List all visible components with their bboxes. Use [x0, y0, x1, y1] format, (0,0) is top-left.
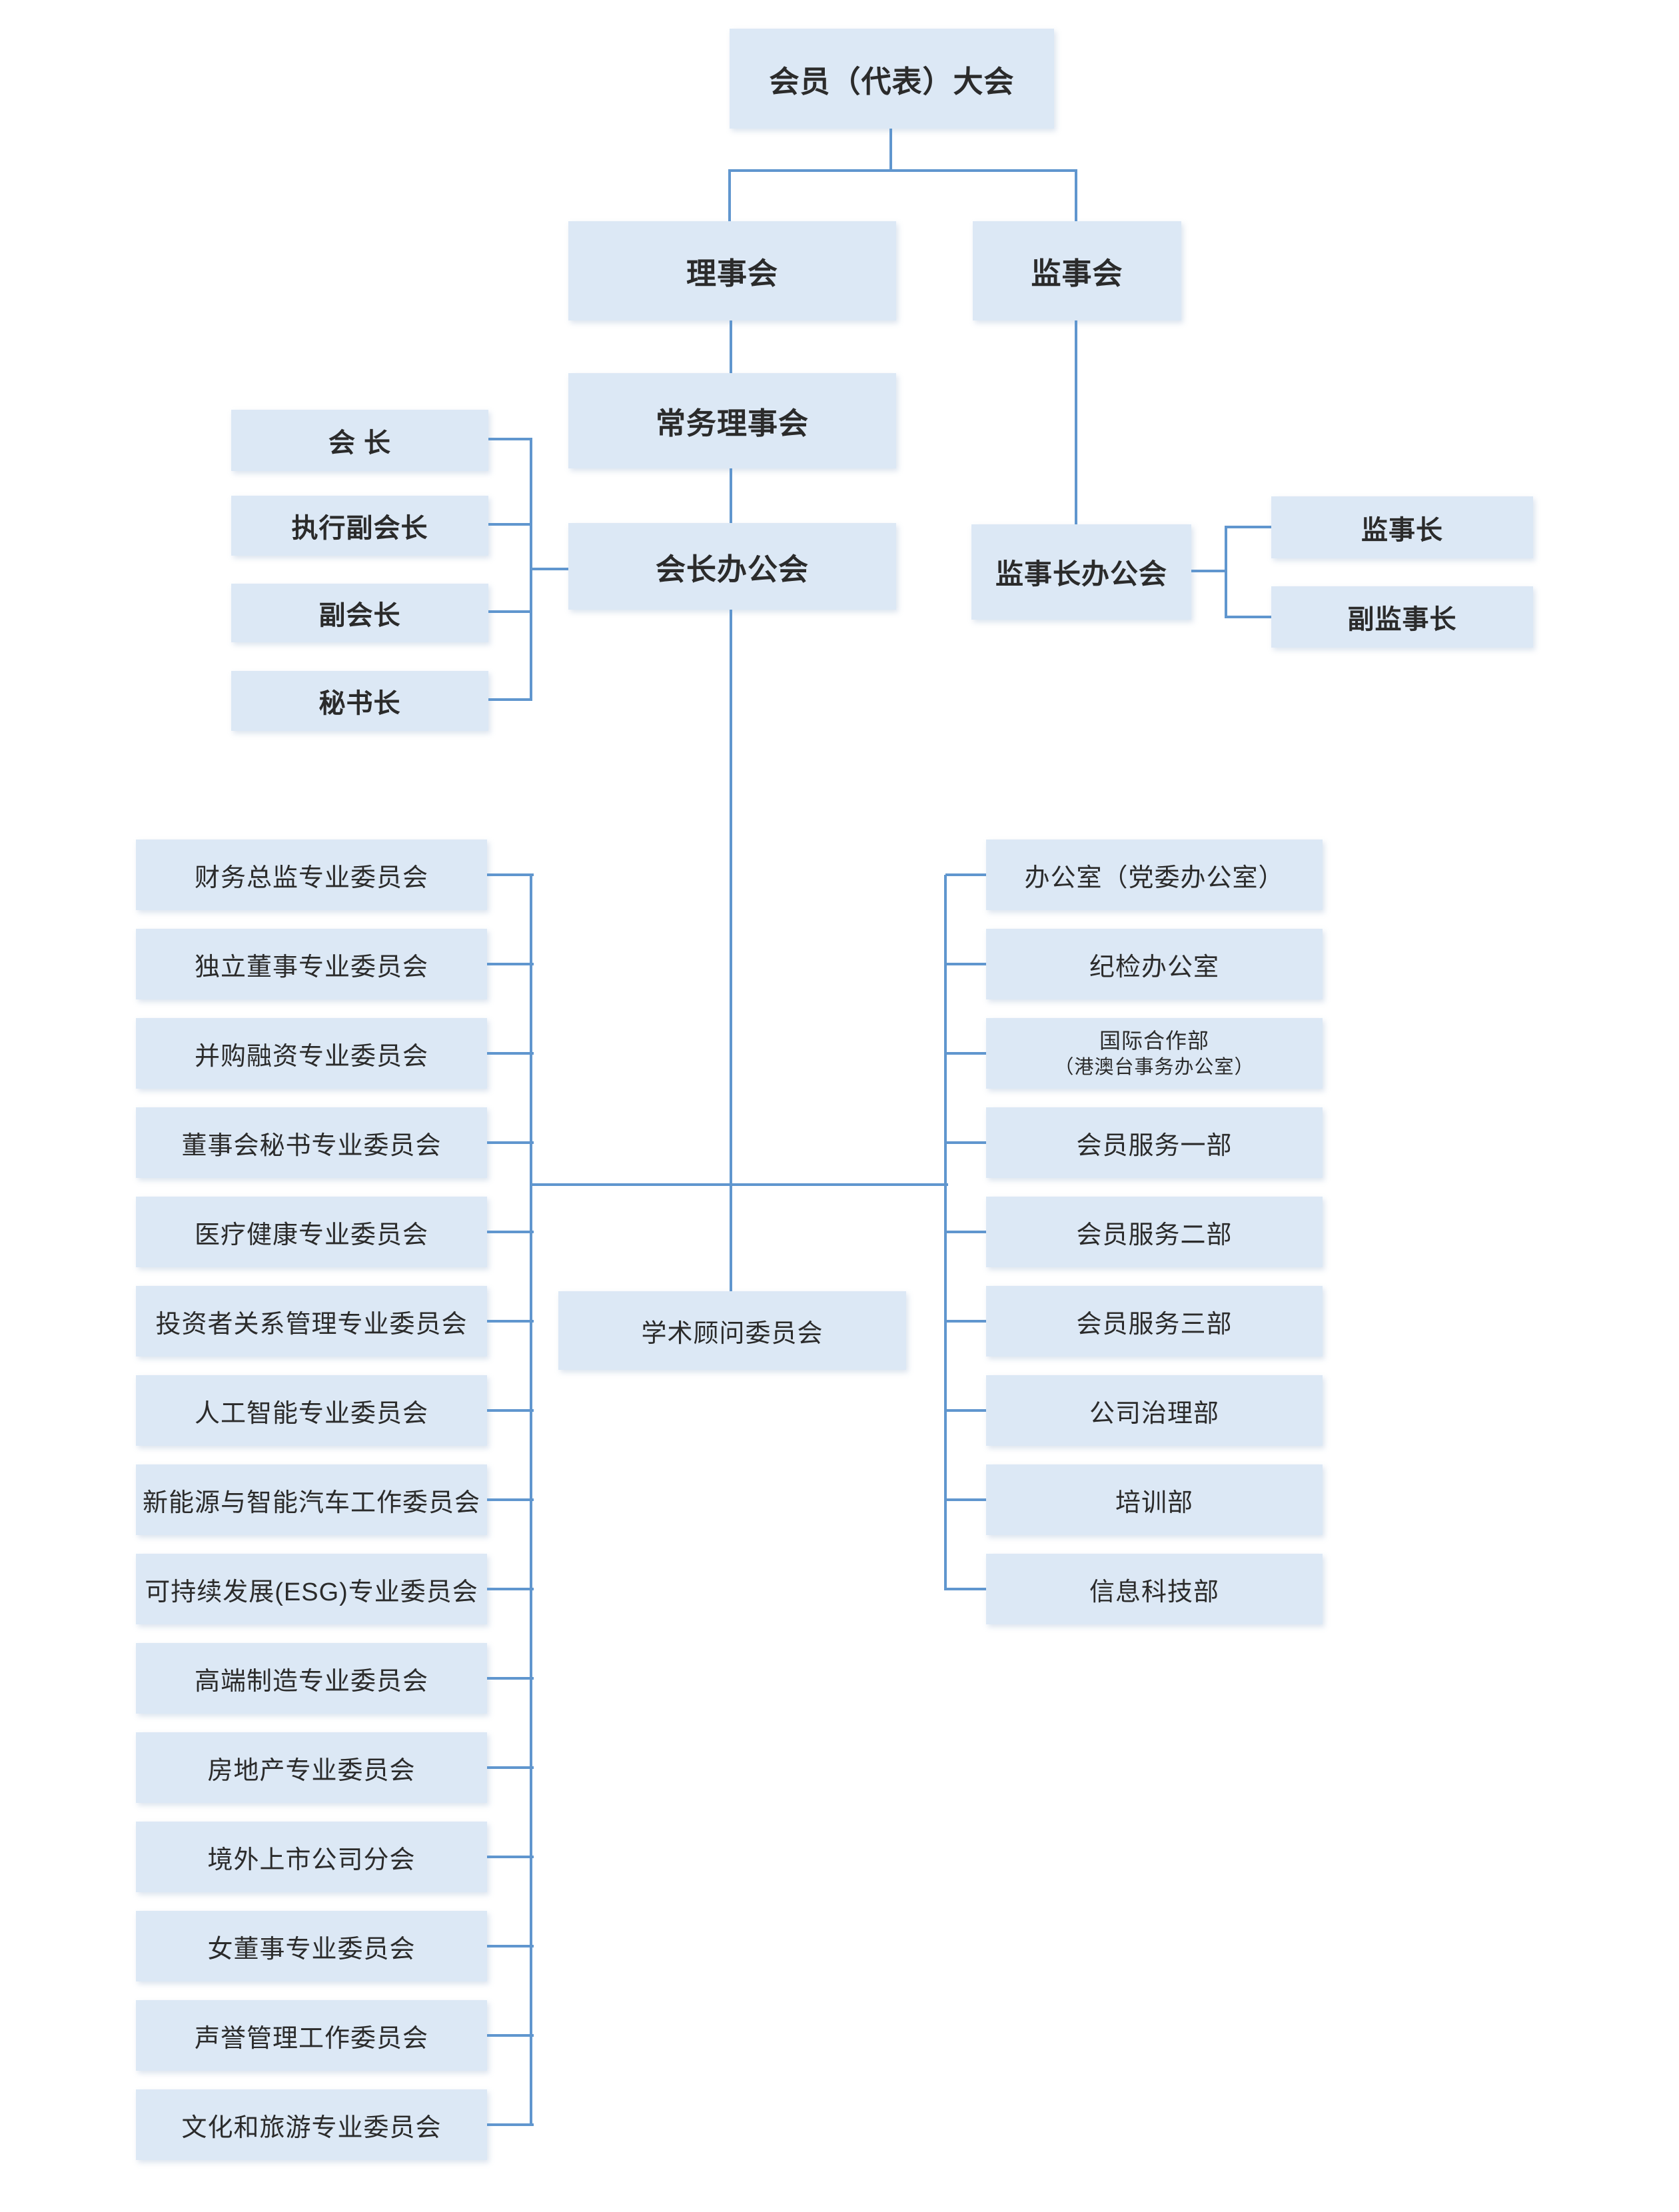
node-council: 理事会 [568, 221, 896, 320]
connector-deputy-sup-stub [1226, 616, 1271, 618]
node-secretary-general: 秘书长 [231, 671, 488, 731]
department-label: 国际合作部 [1099, 1029, 1209, 1053]
connector-secgen-stub [488, 698, 532, 701]
node-academic-advisory: 学术顾问委员会 [558, 1291, 906, 1370]
connector-president-stub [488, 438, 532, 440]
connector-committee-stub [487, 1498, 534, 1501]
node-standing-council: 常务理事会 [568, 373, 896, 468]
committee-node: 投资者关系管理专业委员会 [136, 1286, 487, 1357]
department-node: 培训部 [986, 1464, 1323, 1535]
connector-department-stub [945, 1498, 986, 1501]
connector-committee-stub [487, 1052, 534, 1055]
department-node: 办公室（党委办公室） [986, 839, 1323, 910]
connector-committee-stub [487, 1141, 534, 1144]
connector-committee-stub [487, 963, 534, 965]
connector-committee-stub [487, 1945, 534, 1947]
department-sublabel: （港澳台事务办公室） [1054, 1056, 1255, 1078]
connector-standing-presoffice [730, 468, 732, 523]
department-node: 国际合作部 （港澳台事务办公室） [986, 1018, 1323, 1089]
committee-node: 人工智能专业委员会 [136, 1375, 487, 1446]
connector-sup-bracket [1225, 526, 1227, 618]
department-node: 会员服务一部 [986, 1107, 1323, 1178]
connector-exec-vp-stub [488, 523, 532, 526]
connector-central-trunk [730, 610, 732, 1291]
connector-department-stub [945, 1320, 986, 1323]
connector-committee-stub [487, 2034, 534, 2037]
connector-department-stub [945, 1231, 986, 1233]
connector-vp-stub [488, 610, 532, 613]
committee-node: 文化和旅游专业委员会 [136, 2089, 487, 2160]
committee-node: 新能源与智能汽车工作委员会 [136, 1464, 487, 1535]
connector-committee-stub [487, 1231, 534, 1233]
node-supervisory-board: 监事会 [973, 221, 1181, 320]
committee-node: 境外上市公司分会 [136, 1822, 487, 1892]
connector-congress-drop [889, 129, 892, 171]
committee-node: 医疗健康专业委员会 [136, 1197, 487, 1267]
connector-committee-stub [487, 1856, 534, 1858]
connector-chief-sup-stub [1226, 526, 1271, 528]
node-chief-supervisor: 监事长 [1271, 496, 1533, 558]
connector-department-stub [945, 1141, 986, 1144]
committee-node: 声誉管理工作委员会 [136, 2000, 487, 2071]
department-node: 公司治理部 [986, 1375, 1323, 1446]
committee-node: 女董事专业委员会 [136, 1911, 487, 1981]
connector-department-stub [945, 963, 986, 965]
committee-node: 财务总监专业委员会 [136, 839, 487, 910]
node-executive-vice-president: 执行副会长 [231, 496, 488, 556]
connector-cross-horizontal [531, 1183, 948, 1186]
committee-node: 董事会秘书专业委员会 [136, 1107, 487, 1178]
node-member-congress: 会员（代表）大会 [730, 29, 1054, 129]
node-president-office: 会长办公会 [568, 523, 896, 610]
node-vice-president: 副会长 [231, 584, 488, 642]
connector-department-stub [945, 873, 986, 876]
connector-committee-stub [487, 873, 534, 876]
department-node: 信息科技部 [986, 1554, 1323, 1624]
department-node: 纪检办公室 [986, 929, 1323, 999]
connector-top-split [728, 169, 1077, 172]
connector-supervisory-supoffice [1075, 320, 1077, 524]
node-deputy-chief-supervisor: 副监事长 [1271, 586, 1533, 648]
committee-node: 可持续发展(ESG)专业委员会 [136, 1554, 487, 1624]
committee-node: 独立董事专业委员会 [136, 929, 487, 999]
connector-council-standing [730, 320, 732, 373]
department-node: 会员服务三部 [986, 1286, 1323, 1357]
connector-department-stub [945, 1409, 986, 1412]
node-supervisor-office: 监事长办公会 [971, 524, 1191, 620]
committee-node: 并购融资专业委员会 [136, 1018, 487, 1089]
connector-officers-presoffice [530, 568, 568, 570]
connector-council-drop [728, 171, 731, 221]
connector-department-stub [945, 1052, 986, 1055]
connector-committee-stub [487, 1677, 534, 1680]
connector-committee-stub [487, 1320, 534, 1323]
connector-department-stub [945, 1588, 986, 1590]
connector-committee-stub [487, 2123, 534, 2126]
connector-committee-stub [487, 1588, 534, 1590]
connector-supervisory-drop [1075, 171, 1077, 221]
node-president: 会 长 [231, 410, 488, 471]
committee-node: 房地产专业委员会 [136, 1732, 487, 1803]
committee-node: 高端制造专业委员会 [136, 1643, 487, 1714]
connector-supoffice-stub [1191, 570, 1227, 572]
connector-committee-stub [487, 1766, 534, 1769]
connector-committee-stub [487, 1409, 534, 1412]
department-node: 会员服务二部 [986, 1197, 1323, 1267]
